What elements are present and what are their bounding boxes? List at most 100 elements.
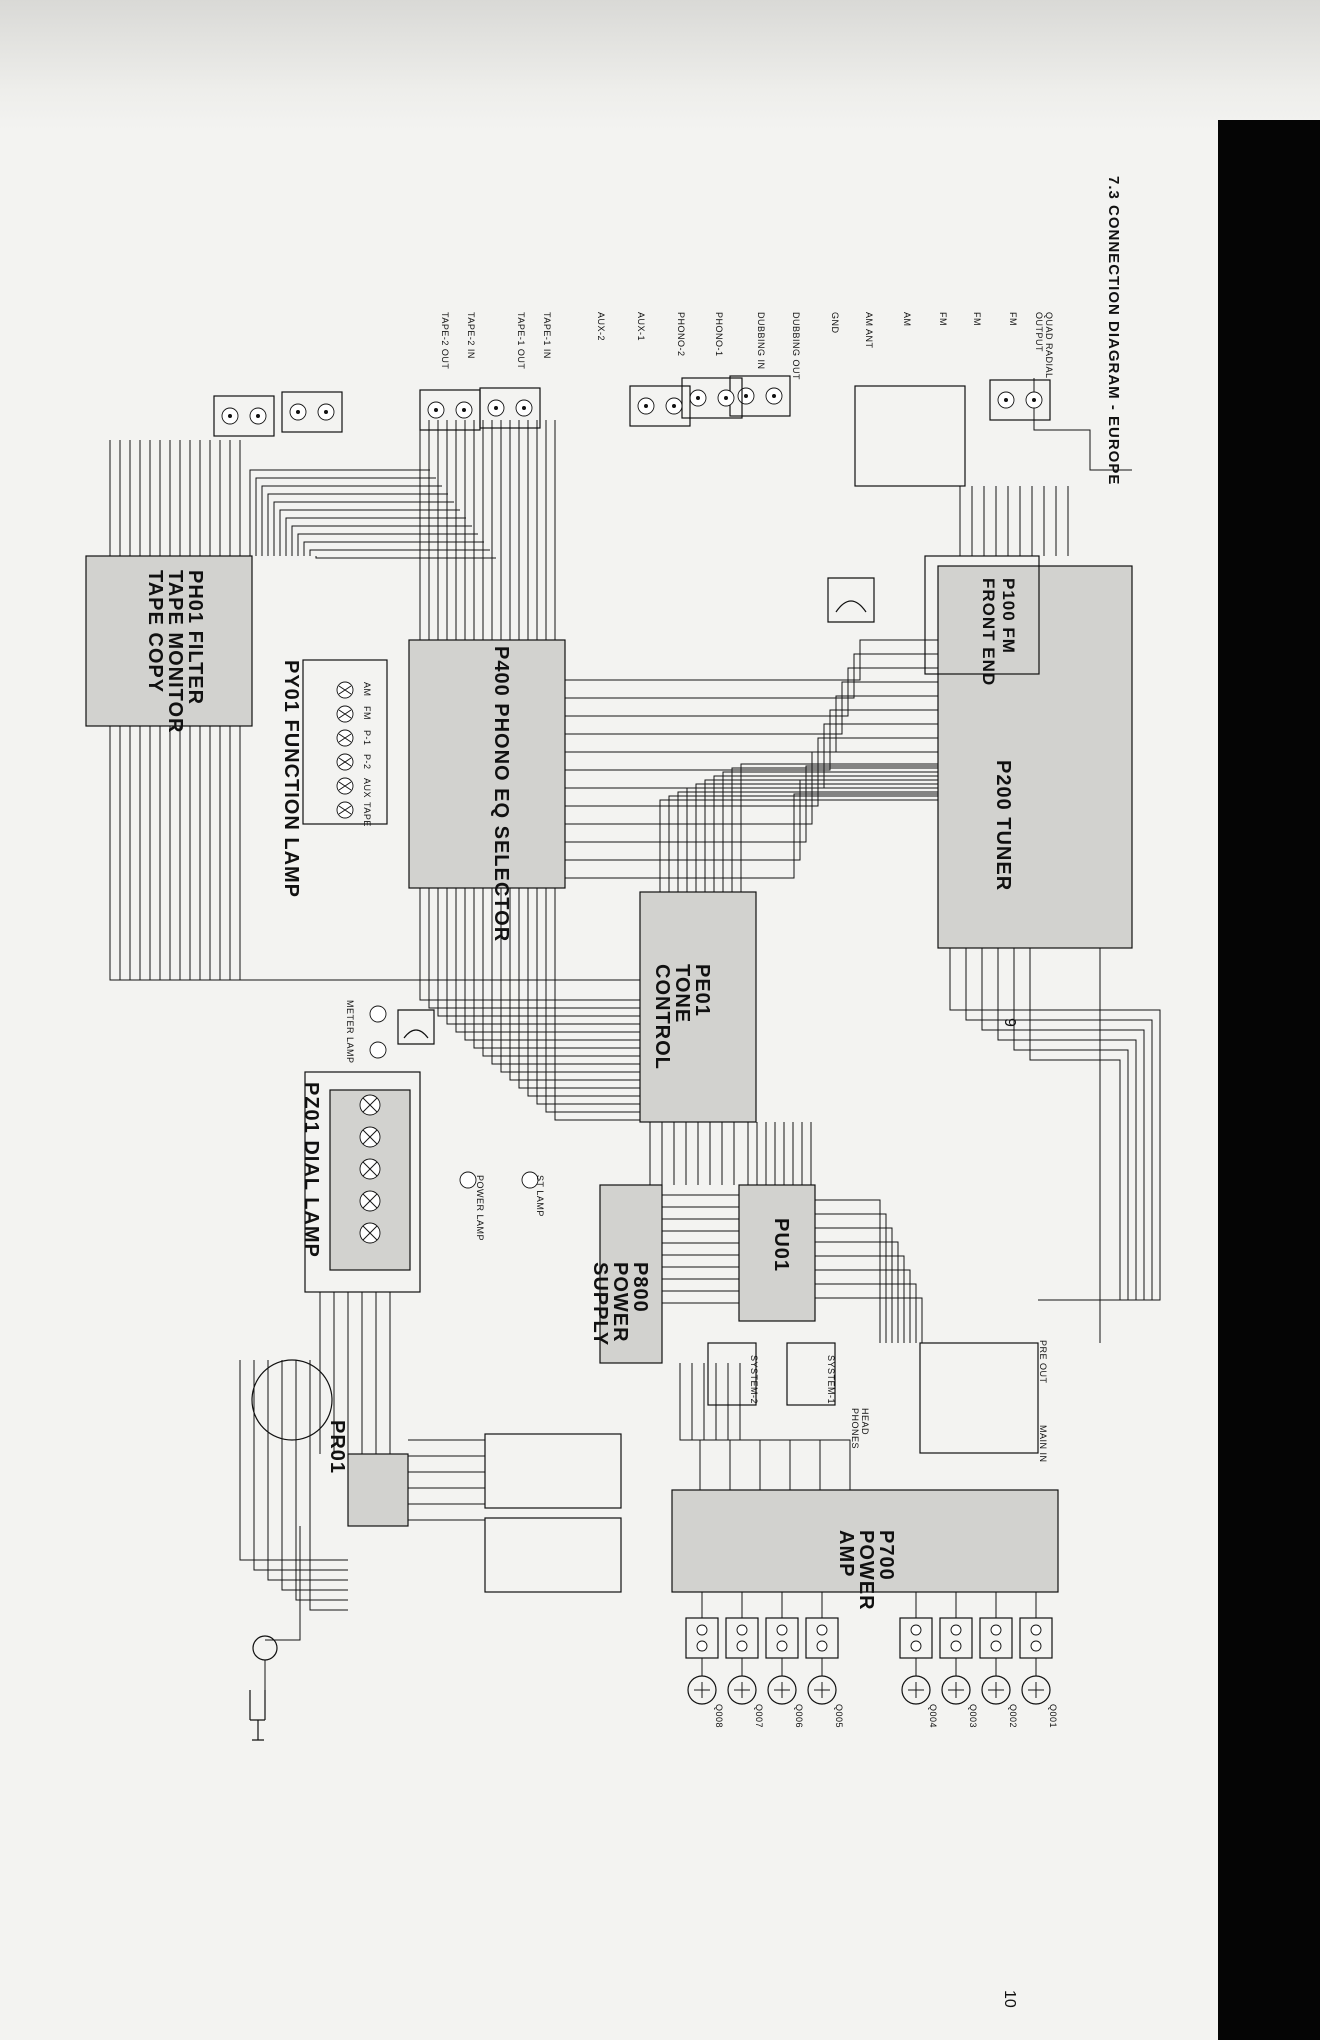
board-p100 bbox=[924, 555, 1040, 675]
speaker-terminal-2 bbox=[939, 1617, 973, 1705]
indicator-lamp-1 bbox=[369, 1041, 387, 1059]
speaker-label-2: Q003 bbox=[968, 1704, 978, 1729]
board-py01 bbox=[302, 659, 388, 825]
board-pe01 bbox=[639, 891, 757, 1123]
speaker-terminal-0 bbox=[1019, 1617, 1053, 1705]
meter-lamp-label: METER LAMP bbox=[345, 1000, 355, 1064]
lamps bbox=[336, 681, 539, 1244]
board-ph01 bbox=[85, 555, 253, 727]
function-lamp-label-5: TAPE bbox=[362, 802, 372, 827]
page-edge-band bbox=[1218, 120, 1320, 2040]
system-1-label: SYSTEM-1 bbox=[826, 1355, 836, 1405]
label-pe01: PE01 TONE CONTROL bbox=[651, 964, 713, 1070]
input-label-5: AM ANT bbox=[864, 312, 874, 349]
system-2-terminal bbox=[707, 1342, 757, 1406]
indicator-lamp-0 bbox=[369, 1005, 387, 1023]
input-label-1: FM bbox=[1008, 312, 1018, 326]
board-p200 bbox=[937, 565, 1133, 949]
jack-pair-1 bbox=[729, 375, 791, 417]
fuse-icon bbox=[252, 1635, 278, 1661]
jack-pair-3 bbox=[629, 385, 691, 427]
input-label-6: GND bbox=[830, 312, 840, 334]
speaker-label-6: Q007 bbox=[754, 1704, 764, 1729]
input-label-9: PHONO-1 bbox=[714, 312, 724, 357]
indicator-lamp-2 bbox=[521, 1171, 539, 1189]
system-2-label: SYSTEM-2 bbox=[749, 1355, 759, 1405]
jack-pair-2 bbox=[681, 377, 743, 419]
label-py01: PY01 FUNCTION LAMP bbox=[280, 660, 302, 899]
board-p400 bbox=[408, 639, 566, 889]
board-p800 bbox=[599, 1184, 663, 1364]
label-p100: P100 FM FRONT END bbox=[979, 578, 1018, 687]
label-p800: P800 POWER SUPPLY bbox=[589, 1262, 651, 1347]
jack-pair-0 bbox=[989, 379, 1051, 421]
st-lamp-label: ST LAMP bbox=[535, 1175, 545, 1217]
input-label-14: TAPE-1 OUT bbox=[516, 312, 526, 370]
diagram-title: 7.3 CONNECTION DIAGRAM - EUROPE bbox=[1105, 176, 1122, 486]
board-p700 bbox=[671, 1489, 1059, 1593]
input-label-10: PHONO-2 bbox=[676, 312, 686, 357]
input-label-4: AM bbox=[902, 312, 912, 327]
rectifier-2 bbox=[484, 1517, 622, 1593]
speaker-label-5: Q006 bbox=[794, 1704, 804, 1729]
input-label-0: QUAD RADIAL OUTPUT bbox=[1034, 312, 1054, 379]
speaker-label-7: Q008 bbox=[714, 1704, 724, 1729]
main-in-label: MAIN IN bbox=[1038, 1425, 1048, 1463]
tuning-meter bbox=[827, 577, 875, 623]
pre-out-label: PRE OUT bbox=[1038, 1340, 1048, 1384]
fm-antenna-block bbox=[854, 385, 966, 487]
power-plug-icon bbox=[249, 1690, 266, 1741]
function-lamp-label-0: AM bbox=[362, 682, 372, 697]
speaker-terminal-4 bbox=[805, 1617, 839, 1705]
label-p700: P700 POWER AMP bbox=[835, 1530, 897, 1611]
speaker-terminal-5 bbox=[765, 1617, 799, 1705]
label-p200: P200 TUNER bbox=[992, 760, 1014, 892]
speaker-label-4: Q005 bbox=[834, 1704, 844, 1729]
indicator-lamp-3 bbox=[459, 1171, 477, 1189]
headphones-label: HEAD PHONES bbox=[850, 1408, 870, 1450]
board-pu01 bbox=[738, 1184, 816, 1322]
page-number-9: 9 bbox=[1001, 1018, 1018, 1027]
function-lamp-label-2: P-1 bbox=[362, 730, 372, 746]
input-label-12: AUX-2 bbox=[596, 312, 606, 342]
input-jacks bbox=[213, 375, 1051, 437]
label-pz01: PZ01 DIAL LAMP bbox=[300, 1082, 322, 1258]
input-label-3: FM bbox=[938, 312, 948, 326]
power-lamp-label: POWER LAMP bbox=[475, 1175, 485, 1242]
rectifier-1 bbox=[484, 1433, 622, 1509]
scan-shadow bbox=[0, 0, 1320, 130]
input-label-13: TAPE-1 IN bbox=[542, 312, 552, 359]
speaker-terminal-7 bbox=[685, 1617, 719, 1705]
label-p400: P400 PHONO EQ SELECTOR bbox=[490, 646, 512, 943]
label-pu01: PU01 bbox=[770, 1218, 792, 1273]
input-label-16: TAPE-2 OUT bbox=[440, 312, 450, 370]
board-pr01 bbox=[347, 1453, 409, 1527]
pre-out-main-in-block bbox=[919, 1342, 1039, 1454]
wiring bbox=[109, 378, 1161, 1690]
system-1-terminal bbox=[786, 1342, 836, 1406]
jack-pair-7 bbox=[213, 395, 275, 437]
input-label-8: DUBBING IN bbox=[756, 312, 766, 370]
page-number-10: 10 bbox=[1001, 1990, 1018, 2008]
input-label-7: DUBBING OUT bbox=[791, 312, 801, 381]
speaker-label-3: Q004 bbox=[928, 1704, 938, 1729]
level-meter bbox=[397, 1009, 435, 1045]
function-lamp-label-3: P-2 bbox=[362, 754, 372, 770]
input-label-2: FM bbox=[972, 312, 982, 326]
speaker-terminals bbox=[685, 1617, 1053, 1705]
function-lamp-label-1: FM bbox=[362, 706, 372, 720]
label-ph01: PH01 FILTER TAPE MONITOR TAPE COPY bbox=[144, 570, 206, 734]
jack-pair-4 bbox=[479, 387, 541, 429]
speaker-label-1: Q002 bbox=[1008, 1704, 1018, 1729]
speaker-terminal-6 bbox=[725, 1617, 759, 1705]
function-lamp-label-4: AUX bbox=[362, 778, 372, 799]
input-label-11: AUX-1 bbox=[636, 312, 646, 342]
jack-pair-6 bbox=[281, 391, 343, 433]
speaker-terminal-1 bbox=[979, 1617, 1013, 1705]
speaker-terminal-3 bbox=[899, 1617, 933, 1705]
speaker-label-0: Q001 bbox=[1048, 1704, 1058, 1729]
jack-pair-5 bbox=[419, 389, 481, 431]
label-pr01: PR01 bbox=[326, 1420, 348, 1475]
power-transformer-socket bbox=[251, 1359, 333, 1441]
